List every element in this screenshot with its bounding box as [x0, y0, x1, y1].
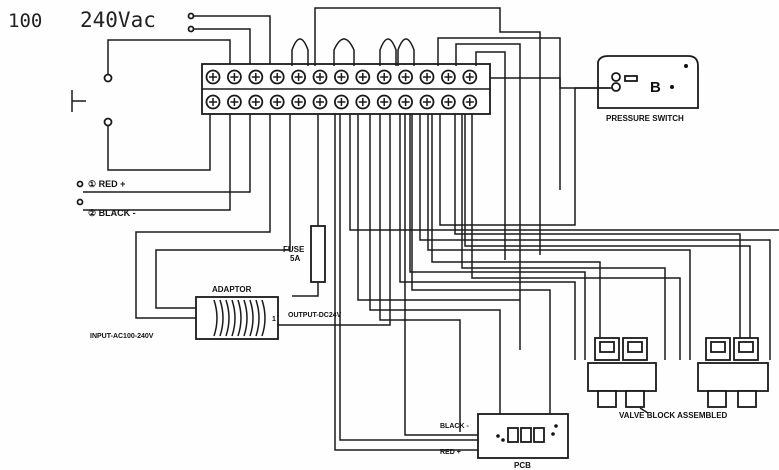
fuse-label-line1: FUSE: [283, 245, 305, 254]
supply-voltage-label: 240Vac: [80, 8, 156, 32]
fuse: FUSE 5A: [283, 114, 326, 297]
svg-text:1: 1: [272, 316, 276, 323]
diagram-number: 100: [8, 10, 42, 32]
valve-block-left: [587, 337, 657, 408]
adaptor-label: ADAPTOR: [212, 285, 252, 294]
ac-input-terminals: [187, 12, 271, 66]
jumper-loops: [291, 7, 561, 350]
pressure-switch: B PRESSURE SWITCH: [439, 55, 699, 226]
pcb-label: PCB: [514, 461, 531, 470]
adaptor-output-label: OUTPUT-DC24V: [288, 312, 342, 319]
valve-block-right: [697, 337, 769, 408]
pcb: PCB BLACK - RED +: [440, 413, 569, 470]
harness-wires: [334, 114, 779, 451]
red-lead-label: ① RED +: [88, 179, 125, 189]
pcb-red-label: RED +: [440, 449, 461, 456]
pcb-black-label: BLACK -: [440, 423, 469, 430]
pressure-switch-label: PRESSURE SWITCH: [606, 114, 684, 123]
valve-block-label: VALVE BLOCK ASSEMBLED: [619, 411, 728, 420]
external-leads: ① RED + ② BLACK -: [76, 114, 251, 218]
fuse-label-line2: 5A: [290, 254, 300, 263]
adaptor-input-label: INPUT-AC100-240V: [90, 333, 154, 340]
adaptor: ADAPTOR INPUT-AC100-240V OUTPUT-DC24V 1: [90, 114, 391, 340]
push-button-switch: [71, 39, 231, 171]
adaptor-coil-icon: [213, 299, 266, 337]
black-lead-label: ② BLACK -: [88, 208, 136, 218]
terminal-block: [201, 63, 491, 115]
pressure-switch-letter: B: [650, 79, 661, 96]
